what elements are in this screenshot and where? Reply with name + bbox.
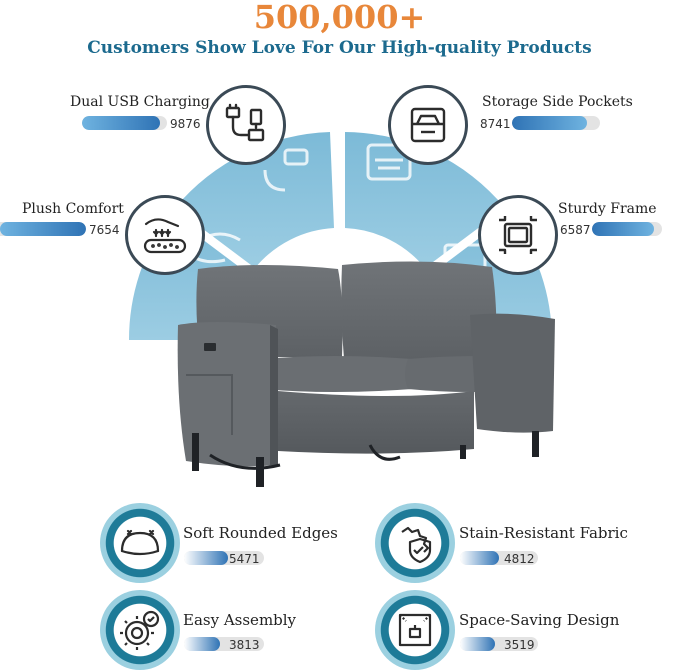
feature-bar-side-pockets: [512, 116, 600, 130]
frame-icon: [499, 216, 537, 254]
feature-icon-circle-side-pockets: [388, 85, 468, 165]
feature-bar-fill: [512, 116, 587, 130]
feature-bar-fill: [184, 637, 220, 651]
feature-label-easy-assembly: Easy Assembly: [183, 611, 297, 629]
feature-bar-fill: [184, 551, 228, 565]
subline: Customers Show Love For Our High-quality…: [87, 38, 592, 58]
feature-bar-fill: [82, 116, 161, 130]
rounded-edge-icon: [120, 529, 160, 556]
feature-bar-fill: [460, 551, 499, 565]
feature-bar-rounded-edges: [184, 551, 264, 565]
feature-bar-plush-comfort: [0, 222, 86, 236]
feature-ring-space-saving: [375, 590, 455, 670]
feature-count-dual-usb: 9876: [170, 117, 201, 131]
feature-bar-dual-usb: [82, 116, 167, 130]
feature-label-plush-comfort: Plush Comfort: [22, 201, 124, 217]
feature-bar-easy-assembly: [184, 637, 264, 651]
stain-shield-icon: [401, 526, 432, 564]
feature-icon-circle-plush-comfort: [125, 195, 205, 275]
feature-count-sturdy-frame: 6587: [560, 223, 591, 237]
side-pocket-icon: [410, 107, 446, 143]
compact-room-icon: [398, 613, 432, 647]
feature-ring-easy-assembly: [100, 590, 180, 670]
feature-count-rounded-edges: 5471: [229, 552, 260, 566]
feature-bar-fill: [460, 637, 496, 651]
feature-count-space-saving: 3519: [504, 638, 535, 652]
usb-cable-icon: [225, 103, 265, 142]
feature-ring-rounded-edges: [100, 503, 180, 583]
feature-icon-circle-dual-usb: [206, 85, 286, 165]
feature-label-sturdy-frame: Sturdy Frame: [558, 201, 657, 217]
sofa-image: [177, 261, 555, 487]
feature-count-easy-assembly: 3813: [229, 638, 260, 652]
feature-bar-fill: [592, 222, 654, 236]
feature-count-stain-resistant: 4812: [504, 552, 535, 566]
gear-check-icon: [120, 610, 160, 650]
feature-icon-circle-sturdy-frame: [478, 195, 558, 275]
headline: 500,000+: [253, 0, 426, 36]
feature-count-side-pockets: 8741: [480, 117, 511, 131]
feature-bar-sturdy-frame: [592, 222, 662, 236]
feature-bar-fill: [0, 222, 86, 236]
fan-segment-right-upper: [345, 132, 505, 268]
feature-count-plush-comfort: 7654: [89, 223, 120, 237]
feature-label-stain-resistant: Stain-Resistant Fabric: [459, 524, 628, 542]
feature-label-rounded-edges: Soft Rounded Edges: [183, 524, 338, 542]
feature-ring-stain-resistant: [375, 503, 455, 583]
feature-bar-stain-resistant: [460, 551, 538, 565]
feature-label-space-saving: Space-Saving Design: [459, 611, 620, 629]
feature-label-dual-usb: Dual USB Charging: [70, 94, 210, 110]
feature-bar-space-saving: [460, 637, 538, 651]
feature-label-side-pockets: Storage Side Pockets: [482, 94, 633, 110]
cushion-hand-icon: [143, 218, 187, 254]
